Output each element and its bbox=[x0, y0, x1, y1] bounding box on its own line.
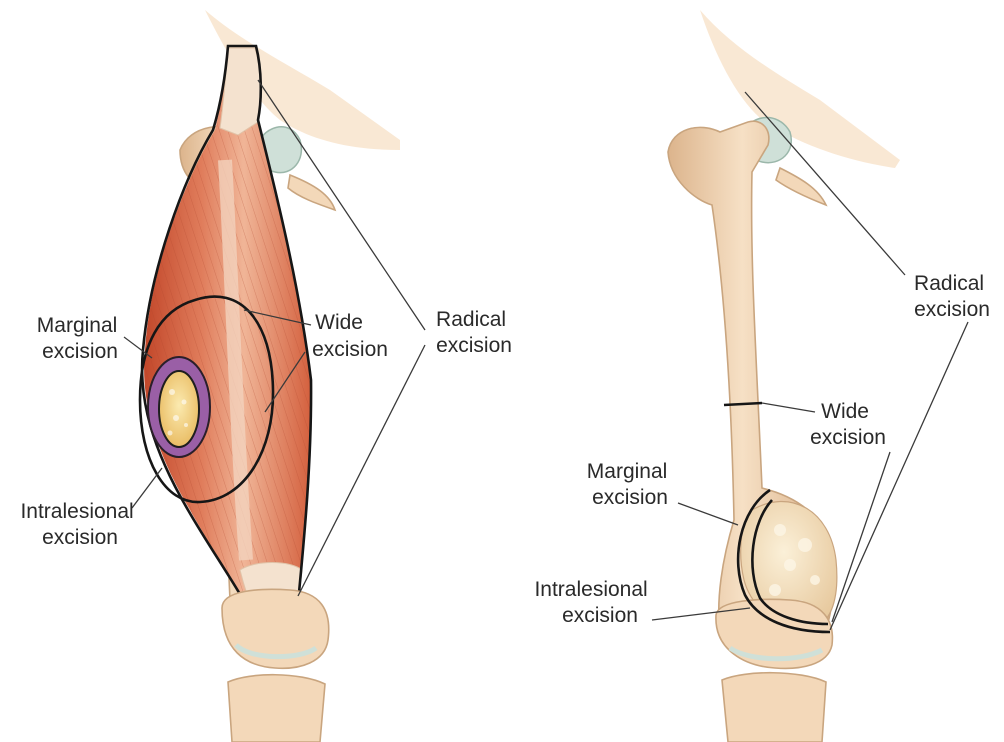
left-radical-excision-label: Radical excision bbox=[436, 308, 512, 357]
right-radical-excision-label: Radical excision bbox=[914, 272, 990, 321]
left-knee-illustration bbox=[222, 589, 329, 742]
right-intralesional-excision-label: Intralesional excision bbox=[534, 578, 653, 627]
right-wide-excision-label: Wide excision bbox=[810, 400, 886, 449]
right-panel-bone bbox=[668, 10, 900, 742]
left-wide-excision-label: Wide excision bbox=[312, 311, 388, 361]
left-intralesional-excision-label: Intralesional excision bbox=[20, 500, 139, 549]
left-marginal-excision-label: Marginal excision bbox=[37, 314, 123, 363]
left-tumor bbox=[159, 371, 199, 447]
left-panel-soft-tissue bbox=[140, 10, 400, 742]
right-marginal-excision-label: Marginal excision bbox=[587, 460, 673, 509]
